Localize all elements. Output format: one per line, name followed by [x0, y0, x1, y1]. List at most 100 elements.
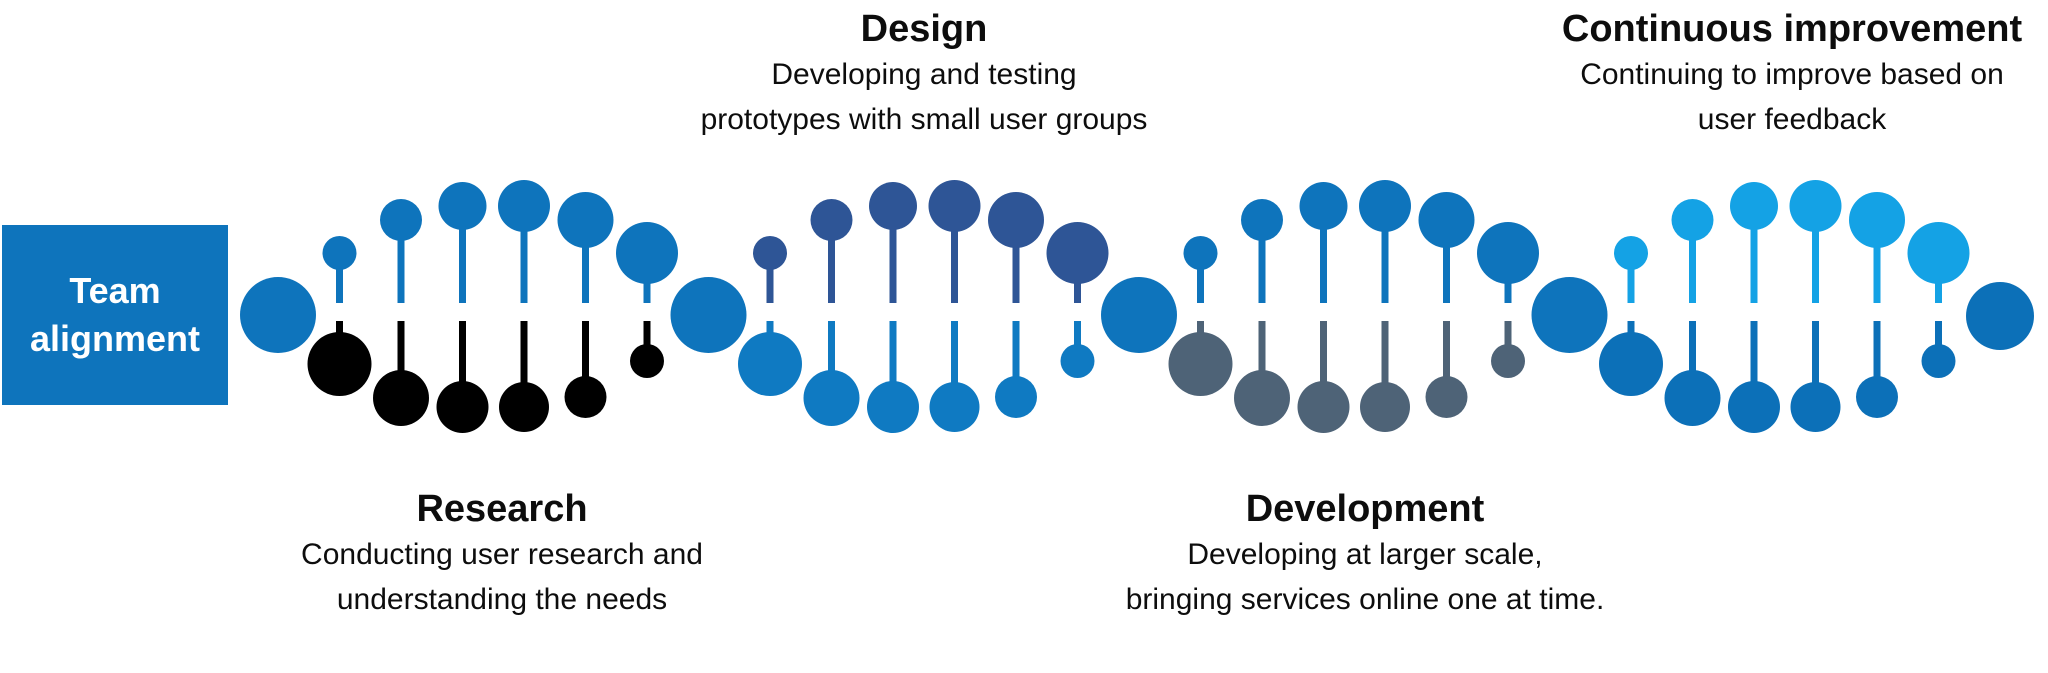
- stage-description-line: bringing services online one at time.: [1125, 583, 1605, 616]
- top-node-circle: [498, 180, 550, 232]
- top-node-circle: [1359, 180, 1411, 232]
- top-node-circle: [1671, 199, 1714, 241]
- bottom-node-stem: [459, 321, 466, 407]
- bottom-node-stem: [1504, 321, 1512, 361]
- top-node-stem: [520, 206, 528, 303]
- bottom-node-circle: [1234, 370, 1290, 426]
- bottom-node-stem: [1074, 321, 1081, 361]
- bottom-node-stem: [889, 321, 897, 407]
- top-node-circle: [557, 192, 614, 248]
- top-node-circle: [322, 236, 357, 270]
- crossover-circle: [1966, 282, 2034, 350]
- top-node-circle: [1241, 199, 1283, 241]
- stage-description-line: prototypes with small user groups: [700, 103, 1148, 136]
- team-alignment-label-line2: alignment: [29, 318, 200, 359]
- top-node-stem: [1812, 206, 1819, 303]
- top-node-circle: [1183, 236, 1218, 270]
- top-node-stem: [1873, 220, 1881, 303]
- bottom-node-circle: [1728, 381, 1780, 433]
- stage-description-line: Developing and testing: [771, 58, 1077, 91]
- bottom-node-circle: [1491, 344, 1525, 378]
- crossover-circle: [1101, 277, 1177, 353]
- stage-description-line: user feedback: [1697, 103, 1887, 136]
- bottom-node-stem: [1443, 321, 1450, 397]
- stage-label-design: Design Developing and testing prototypes…: [604, 6, 1244, 142]
- bottom-node-circle: [1168, 332, 1233, 396]
- crossover-circle: [670, 277, 747, 353]
- top-node-circle: [1849, 192, 1905, 248]
- bottom-node-stem: [520, 321, 528, 407]
- bottom-node-circle: [803, 370, 860, 426]
- bottom-node-circle: [995, 376, 1037, 418]
- top-node-circle: [810, 199, 853, 241]
- bottom-node-circle: [1664, 370, 1721, 426]
- top-node-circle: [1299, 182, 1348, 230]
- bottom-node-stem: [951, 321, 958, 407]
- bottom-node-circle: [867, 381, 919, 433]
- bottom-node-stem: [1258, 321, 1266, 398]
- stage-label-research: Research Conducting user research and un…: [182, 486, 822, 622]
- top-node-circle: [1907, 222, 1970, 284]
- top-node-stem: [828, 220, 835, 303]
- stage-description-line: understanding the needs: [336, 583, 668, 616]
- bottom-node-circle: [1921, 344, 1956, 378]
- top-node-stem: [1750, 206, 1758, 303]
- top-node-circle: [616, 222, 678, 284]
- stage-title-design: Design: [860, 8, 988, 50]
- bottom-node-stem: [828, 321, 835, 398]
- top-node-stem: [1627, 253, 1635, 303]
- bottom-node-stem: [1750, 321, 1758, 407]
- bottom-node-stem: [1320, 321, 1327, 407]
- top-node-circle: [438, 182, 487, 230]
- crossover-circle: [240, 277, 316, 353]
- bottom-node-circle: [1360, 382, 1410, 432]
- stage-description-line: Conducting user research and: [301, 538, 703, 571]
- bottom-node-stem: [1381, 321, 1389, 407]
- stage-label-continuous-improvement: Continuous improvement Continuing to imp…: [1472, 6, 2048, 142]
- top-node-circle: [1418, 192, 1475, 248]
- bottom-node-circle: [307, 332, 372, 396]
- bottom-node-circle: [564, 376, 607, 418]
- top-node-stem: [1197, 253, 1204, 303]
- stage-title-research: Research: [416, 488, 588, 530]
- team-alignment-label-line1: Team: [69, 270, 161, 311]
- top-node-circle: [1789, 180, 1842, 232]
- top-node-stem: [1012, 220, 1020, 303]
- top-node-circle: [1046, 222, 1109, 284]
- top-node-stem: [1258, 220, 1266, 303]
- bottom-node-stem: [1812, 321, 1819, 407]
- top-node-stem: [1320, 206, 1327, 303]
- top-node-circle: [928, 180, 981, 232]
- top-node-stem: [397, 220, 405, 303]
- top-node-stem: [766, 253, 774, 303]
- top-node-circle: [753, 236, 787, 270]
- top-node-circle: [988, 192, 1044, 248]
- top-node-circle: [380, 199, 422, 241]
- stage-label-development: Development Developing at larger scale, …: [1045, 486, 1685, 622]
- top-node-stem: [336, 253, 343, 303]
- bottom-node-circle: [499, 382, 549, 432]
- bottom-node-circle: [1425, 376, 1468, 418]
- bottom-node-stem: [1012, 321, 1020, 397]
- top-node-stem: [1443, 220, 1450, 303]
- bottom-node-stem: [582, 321, 589, 397]
- team-alignment-box: Team alignment: [2, 225, 228, 405]
- bottom-node-stem: [643, 321, 651, 361]
- bottom-node-circle: [738, 332, 802, 396]
- bottom-node-circle: [436, 381, 489, 433]
- bottom-node-stem: [1935, 321, 1942, 361]
- bottom-node-stem: [397, 321, 405, 398]
- bottom-node-stem: [1873, 321, 1881, 397]
- bottom-node-circle: [1856, 376, 1898, 418]
- top-node-circle: [1730, 182, 1778, 230]
- stage-title-development: Development: [1245, 488, 1485, 530]
- top-node-circle: [1614, 236, 1648, 270]
- top-node-stem: [951, 206, 958, 303]
- top-node-stem: [889, 206, 897, 303]
- top-node-stem: [1381, 206, 1389, 303]
- bottom-node-circle: [373, 370, 429, 426]
- stage-title-continuous-improvement: Continuous improvement: [1561, 8, 2023, 50]
- top-node-stem: [1689, 220, 1696, 303]
